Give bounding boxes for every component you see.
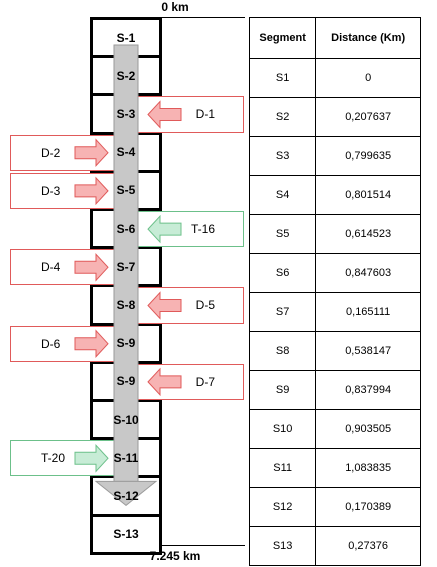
callout-arrow-d-4: [74, 253, 109, 282]
segment-label: S-9: [116, 374, 136, 389]
callout-label: D-1: [195, 107, 215, 122]
segment-cell: S8: [248, 331, 317, 371]
callout-label: D-4: [41, 260, 61, 275]
segment-cell: S13: [248, 526, 317, 566]
callout-arrow-d-5: [147, 291, 182, 320]
flow-arrow-head: [94, 480, 158, 507]
distance-cell: 0: [315, 58, 421, 98]
segment-label: S-2: [116, 68, 136, 83]
callout-label: D-6: [41, 336, 61, 351]
callout-arrow-t-20: [74, 444, 109, 473]
segment-cell: S6: [248, 253, 317, 293]
segment-cell: S3: [248, 136, 317, 176]
callout-arrow-d-6: [74, 329, 109, 358]
segment-label: S-9: [116, 336, 136, 351]
distance-cell: 0,847603: [315, 253, 421, 293]
segment-box: [90, 513, 162, 555]
segment-label: S-12: [113, 488, 139, 503]
bottom-tick-line: [160, 545, 245, 546]
segment-cell: S7: [248, 292, 317, 332]
segment-label: S-5: [116, 183, 136, 198]
flow-arrow-shaft: [113, 44, 139, 482]
segment-label: S-6: [116, 221, 136, 236]
distance-cell: 0,614523: [315, 214, 421, 254]
callout-arrow-d-7: [147, 367, 182, 397]
callout-label: T-16: [190, 222, 215, 237]
callout-d-7: D-7: [130, 363, 244, 400]
top-tick-line: [160, 17, 245, 18]
segment-label: S-13: [113, 527, 139, 542]
distance-cell: 0,903505: [315, 409, 421, 449]
start-distance-label: 0 km: [161, 0, 189, 14]
callout-label: T-20: [41, 451, 66, 466]
callout-label: D-7: [195, 374, 215, 389]
segment-column-header: Segment: [248, 17, 317, 59]
distance-cell: 0,538147: [315, 331, 421, 371]
callout-arrow-d-2: [74, 138, 109, 167]
segment-cell: S10: [248, 409, 317, 449]
distance-cell: 0,801514: [315, 175, 421, 215]
distance-cell: 0,170389: [315, 487, 421, 527]
callout-label: D-5: [195, 298, 215, 313]
segment-label: S-8: [116, 297, 136, 312]
callout-d-4: D-4: [10, 249, 120, 286]
distance-cell: 0,165111: [315, 292, 421, 332]
segment-cell: S11: [248, 448, 317, 488]
segment-label: S-11: [113, 450, 139, 465]
segment-label: S-10: [113, 412, 139, 427]
end-distance-label: 7.245 km: [149, 549, 201, 563]
callout-arrow-t-16: [147, 214, 182, 244]
table-header-row: Segment Distance (Km): [248, 17, 421, 59]
segment-label: S-7: [116, 259, 136, 274]
callout-arrow-d-3: [74, 176, 109, 206]
distance-cell: 1,083835: [315, 448, 421, 488]
callout-label: D-3: [41, 183, 61, 198]
distance-cell: 0,27376: [315, 526, 421, 566]
callout-label: D-2: [41, 145, 61, 160]
segment-cell: S5: [248, 214, 317, 254]
distance-cell: 0,837994: [315, 370, 421, 410]
segment-cell: S4: [248, 175, 317, 215]
distance-cell: 0,799635: [315, 136, 421, 176]
segment-label: S-1: [116, 30, 136, 45]
segment-cell: S1: [248, 58, 317, 98]
distance-cell: 0,207637: [315, 97, 421, 137]
segment-cell: S9: [248, 370, 317, 410]
callout-arrow-d-1: [147, 100, 182, 129]
segment-cell: S2: [248, 97, 317, 137]
segment-label: S-3: [116, 106, 136, 121]
segment-label: S-4: [116, 145, 136, 160]
segment-cell: S12: [248, 487, 317, 527]
callout-t-16: T-16: [130, 211, 244, 248]
distance-column-header: Distance (Km): [315, 17, 421, 59]
